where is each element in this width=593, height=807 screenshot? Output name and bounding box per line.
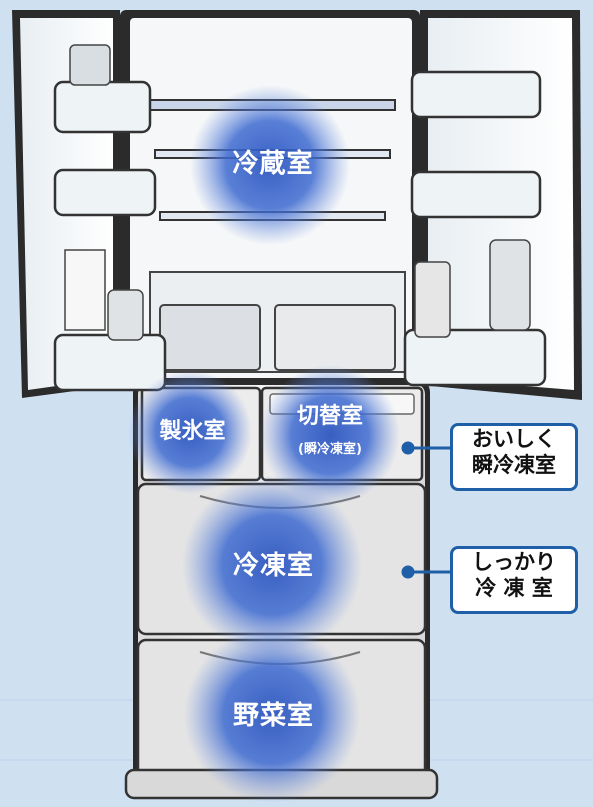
instant-freeze-line2: 瞬冷凍室 <box>472 453 556 478</box>
vegetable-label: 野菜室 <box>232 701 314 731</box>
fridge-label: 冷蔵室 <box>232 149 314 179</box>
vegetable-glow <box>184 627 360 803</box>
callout-connectors <box>401 441 450 579</box>
right-door <box>403 10 582 400</box>
switch-sub-label: (瞬冷凍室) <box>298 442 362 457</box>
freezer-label: 冷凍室 <box>232 551 314 581</box>
instant-freeze-line1: おいしく <box>472 427 556 451</box>
fridge-glow <box>190 85 350 245</box>
left-door <box>12 10 167 398</box>
firm-freeze-line2: 冷 凍 室 <box>475 576 553 601</box>
ice-label: 製氷室 <box>159 419 226 444</box>
firm-freeze-callout: しっかり 冷 凍 室 <box>450 546 578 614</box>
instant-freeze-callout: おいしく 瞬冷凍室 <box>450 423 578 491</box>
zone-glows <box>128 85 400 803</box>
switch-glow <box>260 365 400 505</box>
switch-label: 切替室 <box>296 404 363 429</box>
freezer-glow <box>182 475 362 655</box>
ice-glow <box>128 370 252 494</box>
firm-freeze-line1: しっかり <box>472 550 556 574</box>
